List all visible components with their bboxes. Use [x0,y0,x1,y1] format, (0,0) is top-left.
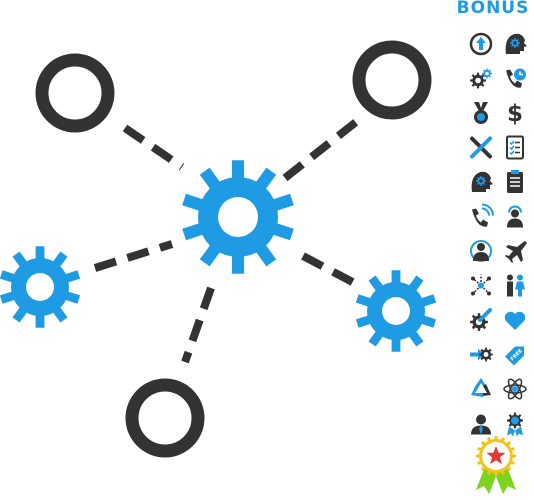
head-gear-icon [471,171,493,192]
dollar-icon: $ [507,101,523,127]
ring-node [35,53,115,133]
heart-icon [504,311,526,330]
dashed-links [93,118,362,364]
award-icon [507,412,523,437]
phone-signal-icon [472,203,494,227]
atom-icon [503,378,527,400]
arrow-up-circle-icon [469,32,493,56]
free-tag-icon: FREE [505,346,524,366]
dashed-link [93,240,174,272]
head-gear-icon [505,33,527,54]
user-network-icon [470,240,492,262]
businessman-icon [471,414,491,435]
dashed-link [122,124,185,171]
clipboard-icon [507,170,523,193]
airplane-icon [505,241,527,263]
ring-node [352,40,432,120]
gear-wrench-icon [470,308,492,331]
gear-node [355,270,437,352]
phone-clock-icon [506,68,526,88]
svg-text:$: $ [507,101,523,127]
family-icon [507,274,525,297]
gear-node [0,246,81,328]
dashed-link [181,286,215,364]
tools-icon [470,136,492,159]
medal-icon [474,102,488,124]
recycle-icon [471,378,491,397]
bonus-title: BONUS [456,0,530,18]
dashed-link [282,118,359,182]
network-diagram [0,40,437,458]
network-icon [471,274,491,296]
gears-icon [470,68,492,89]
gear-arrow-icon [470,347,493,362]
network-nodes [0,40,437,458]
dashed-link [301,252,362,290]
support-agent-icon [507,205,523,228]
checklist-icon [506,135,524,160]
award-ribbon-icon [476,436,516,494]
gear-node [182,160,294,274]
ring-node [125,378,205,458]
